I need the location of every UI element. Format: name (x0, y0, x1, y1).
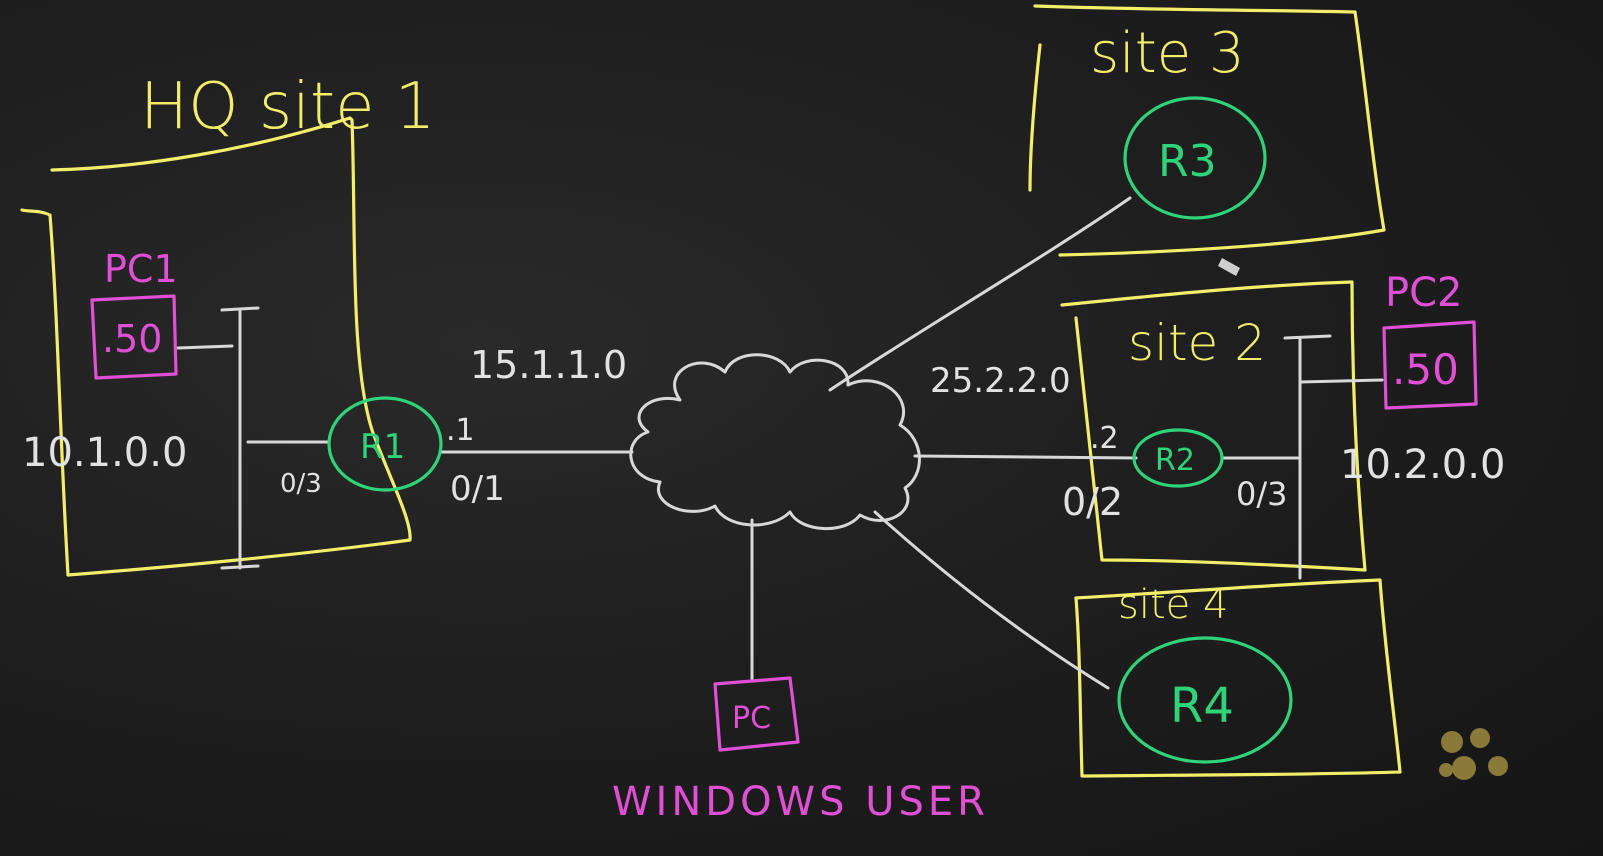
internet-cloud-icon (629, 353, 921, 530)
r4-link (873, 510, 1110, 690)
pc2-label: PC2 (1385, 270, 1463, 316)
site3-boundary (1028, 4, 1386, 257)
site2-label: site 2 (1128, 314, 1266, 372)
router-r4[interactable]: R4 (1117, 636, 1293, 764)
r2-wan-host: .2 (1090, 421, 1119, 456)
chalk-pointer-icon (1218, 258, 1240, 276)
router-r4-label: R4 (1170, 678, 1234, 734)
pc1-label: PC1 (104, 247, 178, 291)
hq-site-boundary (20, 116, 412, 577)
r2-wan-interface: 0/2 (1062, 480, 1123, 524)
windows-pc[interactable]: PC WINDOWS USER (612, 676, 989, 825)
pc1[interactable]: PC1 .50 (90, 247, 178, 380)
windows-pc-box (713, 676, 800, 752)
hq-lan-network: 10.1.0.0 (22, 430, 187, 476)
router-r3-label: R3 (1158, 136, 1217, 187)
windows-user-caption: WINDOWS USER (612, 779, 989, 825)
router-r1-label: R1 (360, 427, 405, 467)
pc1-box (90, 294, 178, 380)
pc1-addr: .50 (102, 317, 162, 361)
r3-link (828, 196, 1132, 392)
site2-lan-segment (1283, 334, 1332, 580)
router-r2[interactable]: R2 (1132, 428, 1224, 488)
site3-label: site 3 (1090, 21, 1245, 86)
site2-boundary (1060, 280, 1367, 572)
router-r2-label: R2 (1155, 443, 1195, 478)
router-r3[interactable]: R3 (1123, 96, 1267, 220)
logo-dots-icon (1439, 728, 1508, 780)
pc2[interactable]: PC2 .50 (1382, 270, 1478, 410)
r1-wan-network: 15.1.1.0 (470, 343, 627, 387)
r1-lan-interface: 0/3 (280, 469, 322, 499)
r1-wan-host: .1 (446, 413, 475, 448)
windows-pc-label: PC (732, 701, 771, 736)
pc1-link (176, 344, 234, 350)
pc2-addr: .50 (1392, 345, 1459, 394)
links (176, 196, 1384, 690)
r1-wan-interface: 0/1 (450, 469, 505, 509)
hq-lan-segment (220, 306, 260, 570)
r2-wan-network: 25.2.2.0 (930, 361, 1071, 401)
site4-label: site 4 (1118, 582, 1228, 628)
r2-lan-interface: 0/3 (1236, 475, 1288, 513)
router-r1[interactable]: R1 (327, 396, 443, 492)
site4-boundary (1074, 578, 1402, 778)
hq-site-label: HQ site 1 (140, 70, 436, 144)
pc2-link (1298, 378, 1384, 384)
site2-lan-network: 10.2.0.0 (1340, 442, 1505, 488)
r2-wan-link (913, 454, 1138, 460)
pc2-box (1382, 320, 1478, 410)
